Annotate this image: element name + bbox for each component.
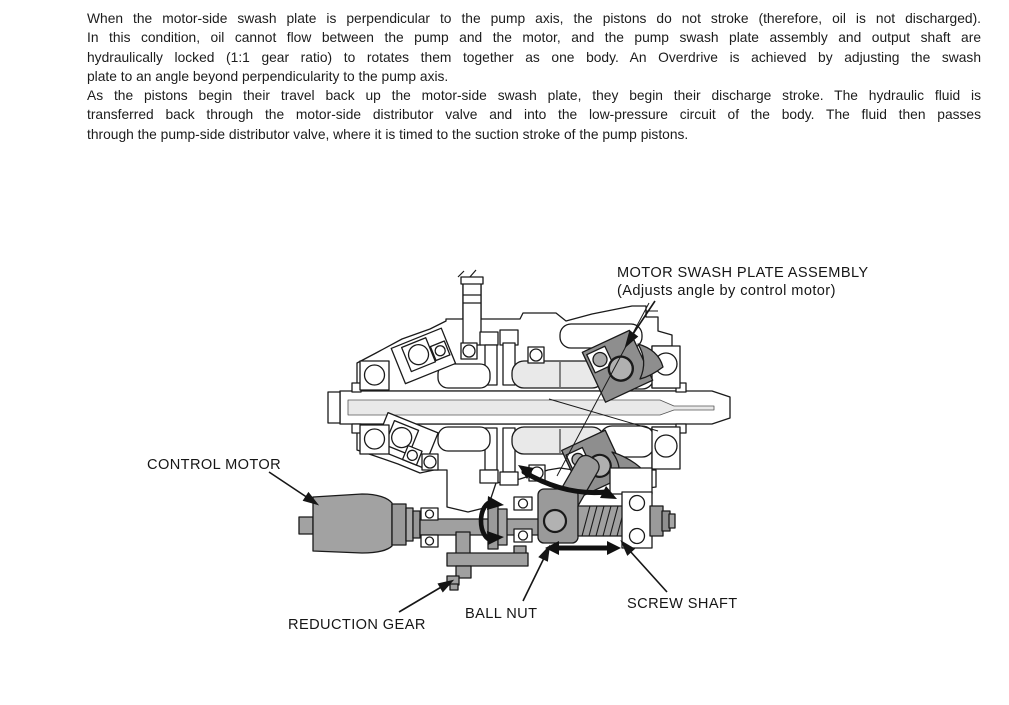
reduction-gear-leader-arrow — [398, 579, 455, 613]
screw-shaft — [577, 467, 676, 549]
output-shaft-core — [347, 399, 715, 416]
rotation-arrow — [478, 496, 504, 545]
ball-nut-leader-arrow — [522, 544, 551, 602]
label-reduction-gear: REDUCTION GEAR — [288, 617, 426, 633]
swing-arrow — [518, 465, 617, 499]
body-text-line: When the motor-side swash plate is perpe… — [87, 11, 981, 26]
motor-swash-leader-arrow — [624, 300, 656, 349]
screw-shaft-leader-arrow — [620, 540, 668, 593]
control-motor-leader-arrow — [268, 471, 320, 506]
body-text-line: hydraulically locked (1:1 gear ratio) to… — [87, 49, 981, 65]
bearing — [359, 342, 681, 482]
pump-swash-plate-upper — [390, 327, 457, 385]
body-text: When the motor-side swash plate is perpe… — [87, 9, 981, 144]
travel-arrow — [545, 541, 621, 555]
body-text-line: transferred back through the motor-side … — [87, 107, 981, 123]
label-screw-shaft: SCREW SHAFT — [627, 596, 738, 612]
label-control-motor: CONTROL MOTOR — [147, 457, 281, 473]
motor-swash-plate-assembly — [581, 329, 664, 403]
body-text-line: As the pistons begin their travel back u… — [87, 88, 981, 104]
label-motor-swash-plate-line1: MOTOR SWASH PLATE ASSEMBLY — [617, 265, 869, 281]
output-shaft-end-cap — [327, 391, 341, 424]
control-motor — [298, 493, 421, 554]
input-shaft — [457, 269, 484, 346]
body-text-line: plate to an angle beyond perpendicularit… — [87, 68, 449, 84]
label-motor-swash-plate-line2: (Adjusts angle by control motor) — [617, 283, 836, 299]
body-text-line: through the pump-side distributor valve,… — [87, 126, 689, 142]
body-text-line: In this condition, oil cannot flow betwe… — [87, 30, 981, 46]
swash-axis-line — [548, 398, 659, 432]
label-ball-nut: BALL NUT — [465, 606, 537, 622]
